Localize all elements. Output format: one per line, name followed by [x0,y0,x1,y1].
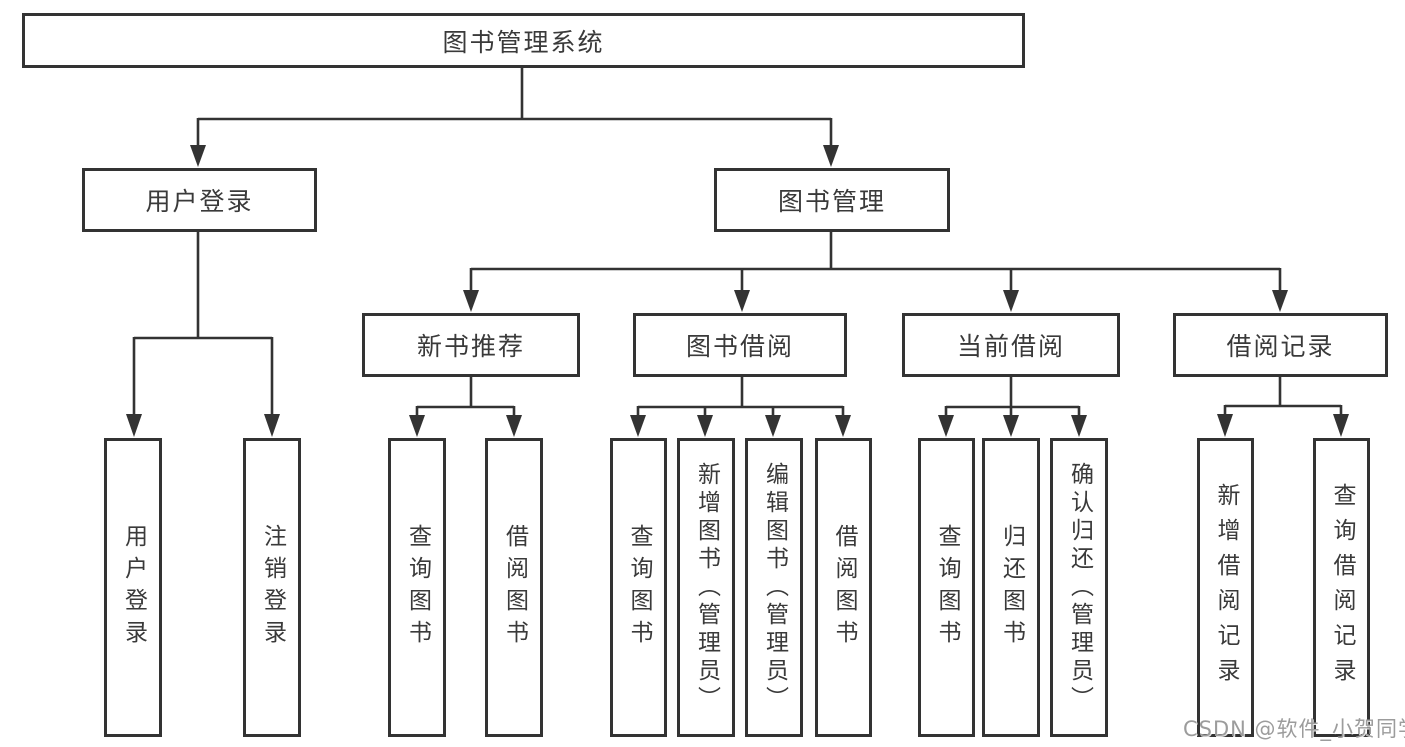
node-new-book-recommend: 新书推荐 [362,313,580,377]
watermark: CSDN @软件_小贺同学 [1183,717,1405,741]
leaf-query-borrow-record: 查询借阅记录 [1313,438,1370,737]
leaf-add-borrow-record: 新增借阅记录 [1197,438,1254,737]
leaf-edit-books-admin: 编辑图书（管理员） [745,438,803,737]
leaf-query-books-recommend: 查询图书 [388,438,446,737]
leaf-borrow-books-recommend: 借阅图书 [485,438,543,737]
arrowhead-icons [126,145,1349,437]
node-borrowing-records: 借阅记录 [1173,313,1388,377]
node-current-borrowing: 当前借阅 [902,313,1120,377]
leaf-return-books: 归还图书 [982,438,1040,737]
node-user-login: 用户登录 [82,168,317,232]
leaf-user-login: 用户登录 [104,438,162,737]
leaf-borrow-books: 借阅图书 [815,438,872,737]
leaf-add-books-admin: 新增图书（管理员） [677,438,735,737]
node-book-management: 图书管理 [714,168,950,232]
leaf-query-books-current: 查询图书 [918,438,975,737]
node-root-library-system: 图书管理系统 [22,13,1025,68]
leaf-query-books-borrowing: 查询图书 [610,438,667,737]
leaf-logout: 注销登录 [243,438,301,737]
node-book-borrowing: 图书借阅 [633,313,847,377]
leaf-confirm-return-admin: 确认归还（管理员） [1050,438,1108,737]
